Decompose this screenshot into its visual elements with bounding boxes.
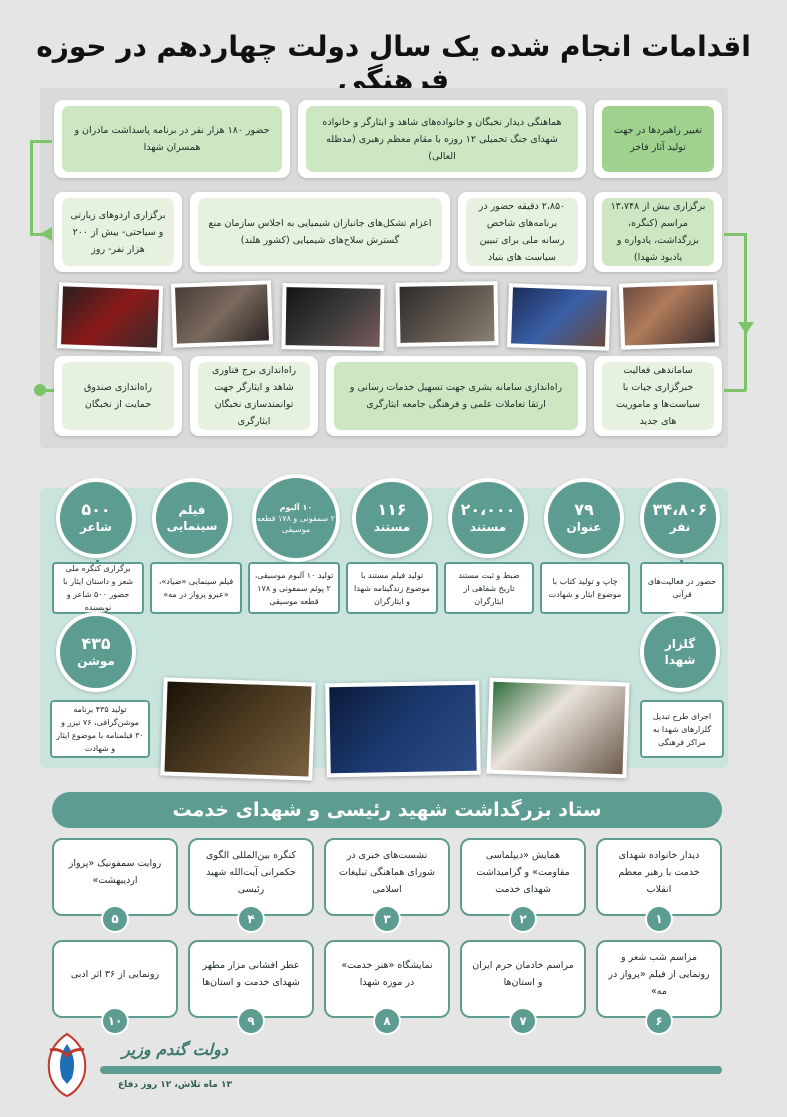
stat-description: تولید ۱۰ آلبوم موسیقی، ۲ پوئم سمفونی و ۱… bbox=[248, 562, 340, 614]
flow-step: راه‌اندازی سامانه بشری جهت تسهیل خدمات ر… bbox=[326, 356, 586, 436]
photo bbox=[281, 283, 385, 351]
number-badge: ۱۰ bbox=[101, 1007, 129, 1035]
photo bbox=[618, 280, 720, 350]
flow-step: برگزاری بیش از ۱۳،۷۴۸ مراسم (کنگره، بزرگ… bbox=[594, 192, 722, 272]
number-badge: ۳ bbox=[373, 905, 401, 933]
arrow-left-icon bbox=[40, 227, 52, 241]
stat-circle: گلزار شهدا bbox=[640, 612, 720, 692]
number-badge: ۷ bbox=[509, 1007, 537, 1035]
stat-description: فیلم سینمایی «صیاد»، «عبرو پرواز در مه» bbox=[150, 562, 242, 614]
flow-step: اعزام تشکل‌های جانبازان شیمیایی به اجلاس… bbox=[190, 192, 450, 272]
photo bbox=[395, 281, 499, 347]
staff-item-card: نمایشگاه «هنر خدمت» در موزه شهدا bbox=[324, 940, 450, 1018]
stat-description: برگزاری کنگره ملی شعر و داستان ایثار با … bbox=[52, 562, 144, 614]
stat-circle: ۲۰،۰۰۰ مستند bbox=[448, 478, 528, 558]
flow-step: حضور ۱۸۰ هزار نفر در برنامه پاسداشت مادر… bbox=[54, 100, 290, 178]
stat-circle: ۵۰۰ شاعر bbox=[56, 478, 136, 558]
endpoint-dot-icon bbox=[34, 384, 46, 396]
stat-description: چاپ و تولید کتاب با موضوع ایثار و شهادت bbox=[540, 562, 630, 614]
flow-step: ۲،۸۵۰ دقیقه حضور در برنامه‌های شاخص رسان… bbox=[458, 192, 586, 272]
flow-step: راه‌اندازی برج فناوری شاهد و ایثارگر جهت… bbox=[190, 356, 318, 436]
number-badge: ۸ bbox=[373, 1007, 401, 1035]
flow-step: تغییر راهبردها در جهت تولید آثار فاخر bbox=[594, 100, 722, 178]
stat-circle: ۴۳۵ موشن bbox=[56, 612, 136, 692]
photo bbox=[56, 282, 164, 352]
number-badge: ۲ bbox=[509, 905, 537, 933]
stat-circle: ۱۱۶ مستند bbox=[352, 478, 432, 558]
stat-description: تولید فیلم مستند با موضوع زندگینامه شهدا… bbox=[346, 562, 438, 614]
flow-connector bbox=[724, 389, 746, 392]
staff-item-card: مراسم خادمان حرم ایران و استان‌ها bbox=[460, 940, 586, 1018]
footer-bar bbox=[100, 1066, 722, 1074]
stat-description: حضور در فعالیت‌های قرآنی bbox=[640, 562, 724, 614]
flow-step: راه‌اندازی صندوق حمایت از نخبگان bbox=[54, 356, 182, 436]
number-badge: ۱ bbox=[645, 905, 673, 933]
number-badge: ۹ bbox=[237, 1007, 265, 1035]
stat-circle: ۳۴،۸۰۶ نفر bbox=[640, 478, 720, 558]
flow-step: برگزاری اردوهای زیارتی و سیاحتی- بیش از … bbox=[54, 192, 182, 272]
stat-circle: ۷۹ عنوان bbox=[544, 478, 624, 558]
section-banner: ستاد بزرگداشت شهید رئیسی و شهدای خدمت bbox=[52, 792, 722, 828]
number-badge: ۶ bbox=[645, 1007, 673, 1035]
staff-item-card: عطر افشانی مزار مطهر شهدای خدمت و استان‌… bbox=[188, 940, 314, 1018]
staff-item-card: کنگره بین‌المللی الگوی حکمرانی آیت‌الله … bbox=[188, 838, 314, 916]
flow-connector bbox=[30, 140, 33, 236]
flow-step: ساماندهی فعالیت خبرگزاری جیات با سیاست‌ه… bbox=[594, 356, 722, 436]
stat-circle: فیلم سینمایی bbox=[152, 478, 232, 558]
flow-step: هماهنگی دیدار نخبگان و خانواده‌های شاهد … bbox=[298, 100, 586, 178]
photo bbox=[506, 283, 612, 351]
photo bbox=[170, 280, 274, 348]
stat-description: اجرای طرح تبدیل گلزارهای شهدا به مراکز ف… bbox=[640, 700, 724, 758]
flow-connector bbox=[38, 389, 58, 392]
photo bbox=[325, 680, 481, 778]
photo bbox=[486, 677, 630, 779]
staff-item-card: روایت سمفونیک «پرواز اردیبهشت» bbox=[52, 838, 178, 916]
page-title: اقدامات انجام شده یک سال دولت چهاردهم در… bbox=[36, 30, 751, 96]
stat-description: تولید ۴۳۵ برنامه موشن‌گرافی، ۷۶ تیزر و ۳… bbox=[50, 700, 150, 758]
staff-item-card: مراسم شب شعر و رونمایی از فیلم «پرواز در… bbox=[596, 940, 722, 1018]
stat-circle: ۱۰ آلبوم ۲ سمفونی و ۱۷۸ قطعه موسیقی bbox=[252, 474, 340, 562]
footer-brand: دولت گندم وزیر bbox=[121, 1040, 229, 1059]
flow-connector bbox=[744, 233, 747, 391]
number-badge: ۵ bbox=[101, 905, 129, 933]
number-badge: ۴ bbox=[237, 905, 265, 933]
stat-description: ضبط و ثبت مستند تاریخ شفاهی از ایثارگران bbox=[444, 562, 534, 614]
flow-connector bbox=[724, 233, 746, 236]
flow-connector bbox=[30, 140, 52, 143]
org-logo bbox=[40, 1030, 94, 1100]
arrow-down-icon bbox=[738, 322, 754, 334]
photo bbox=[160, 677, 316, 781]
staff-item-card: رونمایی از ۳۶ اثر ادبی bbox=[52, 940, 178, 1018]
footer-slogan: ۱۳ ماه تلاش، ۱۲ روز دفاع bbox=[118, 1080, 232, 1090]
